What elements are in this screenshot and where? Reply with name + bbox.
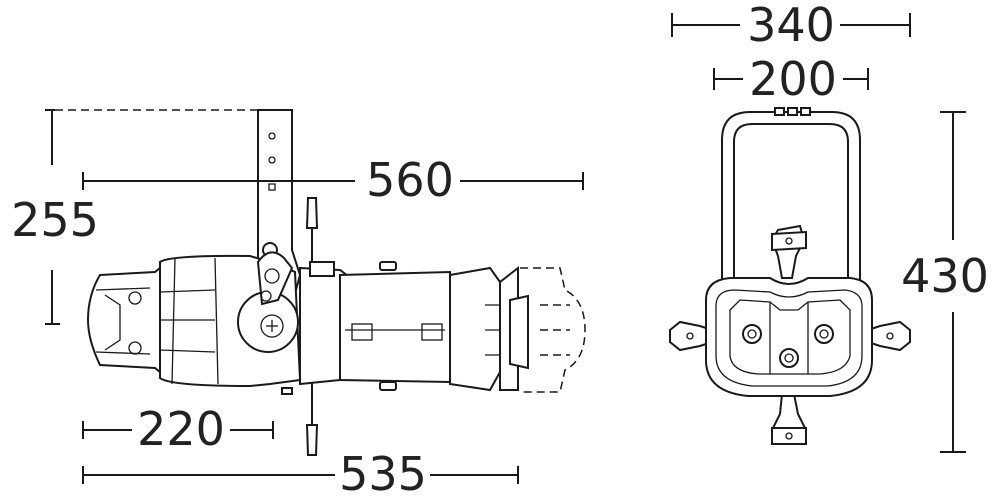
dimension-560: 560 <box>82 153 584 207</box>
barrel <box>299 261 586 393</box>
dimension-535: 535 <box>82 447 519 501</box>
side-view: 255 560 220 535 <box>11 109 586 501</box>
dimension-255-label: 255 <box>11 193 99 247</box>
dimension-340-label: 340 <box>747 0 835 52</box>
dimension-535-label: 535 <box>339 447 427 501</box>
front-view: 340 200 430 <box>669 0 989 453</box>
front-side-knobs <box>669 320 911 352</box>
front-bottom-tab <box>770 393 808 445</box>
dimension-200: 200 <box>713 52 869 106</box>
dimension-560-label: 560 <box>366 153 454 207</box>
lamp-body <box>159 242 302 388</box>
dimension-200-label: 200 <box>749 52 837 106</box>
rear-lamp-housing <box>86 265 161 375</box>
front-top-tab <box>770 224 807 279</box>
dimension-220: 220 <box>82 402 274 456</box>
dimension-430: 430 <box>901 111 989 453</box>
dimension-340: 340 <box>671 0 911 52</box>
dimension-255: 255 <box>11 109 99 325</box>
front-housing <box>705 277 873 397</box>
dimension-220-label: 220 <box>137 402 225 456</box>
dimension-430-label: 430 <box>901 249 989 303</box>
gobo-handle <box>281 197 319 456</box>
